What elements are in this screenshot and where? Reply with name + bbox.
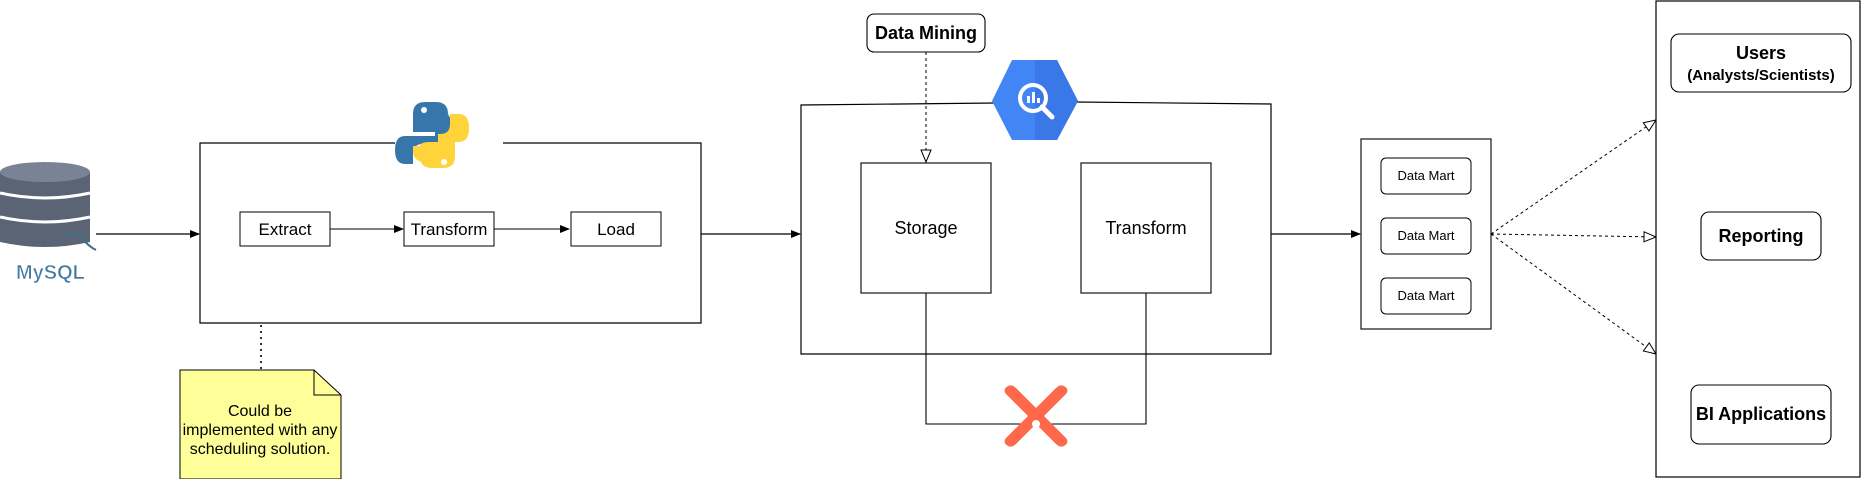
edge-marts-to-users	[1490, 120, 1656, 235]
load-label: Load	[597, 220, 635, 239]
users-node	[1670, 33, 1852, 93]
bi-applications-node	[1690, 384, 1832, 445]
note-line-2: implemented with any	[183, 422, 338, 439]
mysql-logo-text: MySQL	[16, 262, 85, 284]
bi-applications-label: BI Applications	[1696, 404, 1826, 424]
python-icon	[395, 102, 469, 168]
dbt-icon	[1004, 385, 1068, 447]
reporting-label: Reporting	[1719, 226, 1804, 246]
data-mining-label: Data Mining	[875, 23, 977, 43]
etl-container	[199, 142, 702, 324]
data-mart-label-3: Data Mart	[1397, 288, 1454, 303]
mysql-database-icon	[0, 162, 97, 251]
users-subtitle: (Analysts/Scientists)	[1687, 67, 1835, 84]
load-node	[570, 211, 662, 247]
scheduling-note	[179, 369, 342, 479]
data-mart-label-2: Data Mart	[1397, 228, 1454, 243]
extract-label: Extract	[259, 220, 312, 239]
warehouse-transform-label: Transform	[1105, 218, 1186, 238]
reporting-node	[1700, 211, 1822, 261]
edge-marts-to-reporting	[1490, 234, 1656, 237]
etl-transform-node	[403, 211, 495, 247]
etl-transform-label: Transform	[411, 220, 488, 239]
note-line-3: scheduling solution.	[190, 441, 331, 458]
edge-marts-to-bi	[1490, 233, 1656, 354]
bigquery-icon	[992, 60, 1078, 140]
data-mart-node-2	[1380, 217, 1472, 255]
storage-node	[860, 162, 992, 294]
data-mart-node-1	[1380, 157, 1472, 195]
warehouse-container	[800, 101, 1272, 355]
data-mart-node-3	[1380, 277, 1472, 315]
storage-transform-link	[925, 293, 1147, 425]
data-mart-label-1: Data Mart	[1397, 168, 1454, 183]
extract-node	[239, 211, 331, 247]
users-title: Users	[1736, 43, 1786, 63]
note-line-1: Could be	[228, 403, 292, 420]
storage-label: Storage	[894, 218, 957, 238]
warehouse-transform-node	[1080, 162, 1212, 294]
